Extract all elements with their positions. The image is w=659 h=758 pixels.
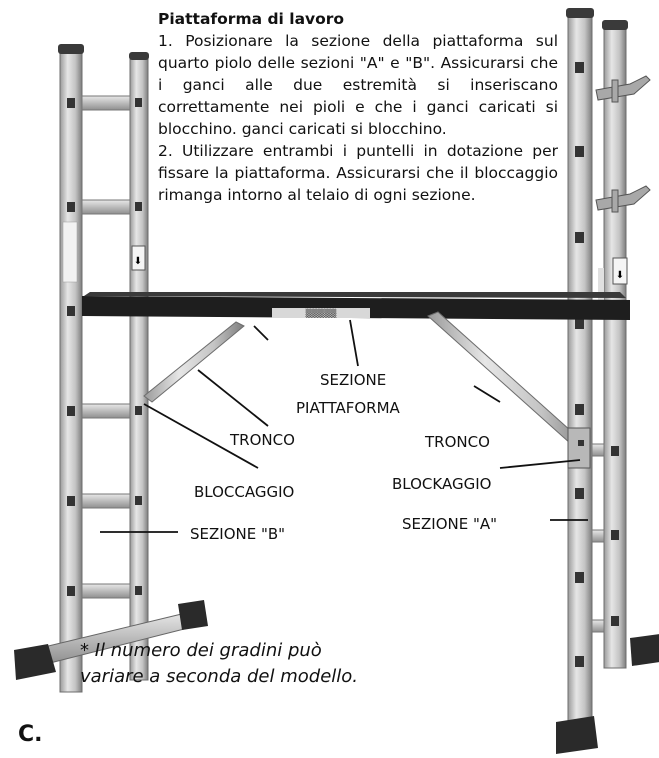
left-rivets <box>67 98 142 596</box>
instruction-step-2: 2. Utilizzare entrambi i puntelli in dot… <box>158 142 558 204</box>
left-foot-front <box>14 644 56 680</box>
ladder-section-b: ⬇ <box>14 44 208 693</box>
model-variation-note: * Il numero dei gradini può variare a se… <box>80 640 359 687</box>
label-sezione-a: SEZIONE "A" <box>402 515 498 533</box>
label-tronco-left: TRONCO <box>230 431 295 449</box>
left-brace <box>143 321 245 403</box>
right-front-rail <box>567 15 593 731</box>
platform-section: ▒▒▒▒▒ <box>82 292 630 320</box>
left-rungs <box>81 95 131 599</box>
right-foot-front <box>556 716 598 754</box>
ladder-section-a: ⬇ <box>556 8 659 754</box>
instruction-step-1: 1. Posizionare la sezione della piattafo… <box>158 32 558 138</box>
right-hooks <box>595 75 651 213</box>
instructions-heading: Piattaforma di lavoro <box>158 10 345 28</box>
right-rivets <box>575 62 619 667</box>
label-sezione-b: SEZIONE "B" <box>190 525 286 543</box>
label-tronco-right: TRONCO <box>425 433 490 451</box>
label-sezione: SEZIONE <box>320 371 387 389</box>
label-piattaforma: PIATTAFORMA <box>296 399 400 417</box>
instructions-block: Piattaforma di lavoro 1. Posizionare la … <box>158 8 558 206</box>
label-bloccaggio: BLOCCAGGIO <box>194 483 295 501</box>
left-foot-rear <box>178 600 208 630</box>
right-brace <box>427 311 591 453</box>
svg-text:⬇: ⬇ <box>616 270 624 281</box>
right-foot-rear <box>630 634 659 666</box>
leader-lines <box>100 319 588 533</box>
right-rear-rail <box>603 27 627 669</box>
svg-text:⬇: ⬇ <box>134 256 142 267</box>
right-rungs <box>591 443 605 633</box>
svg-text:▒▒▒▒▒: ▒▒▒▒▒ <box>306 308 338 318</box>
label-blockaggio: BLOCKAGGIO <box>392 475 492 493</box>
braces <box>143 311 591 469</box>
figure-letter: C. <box>18 722 43 747</box>
